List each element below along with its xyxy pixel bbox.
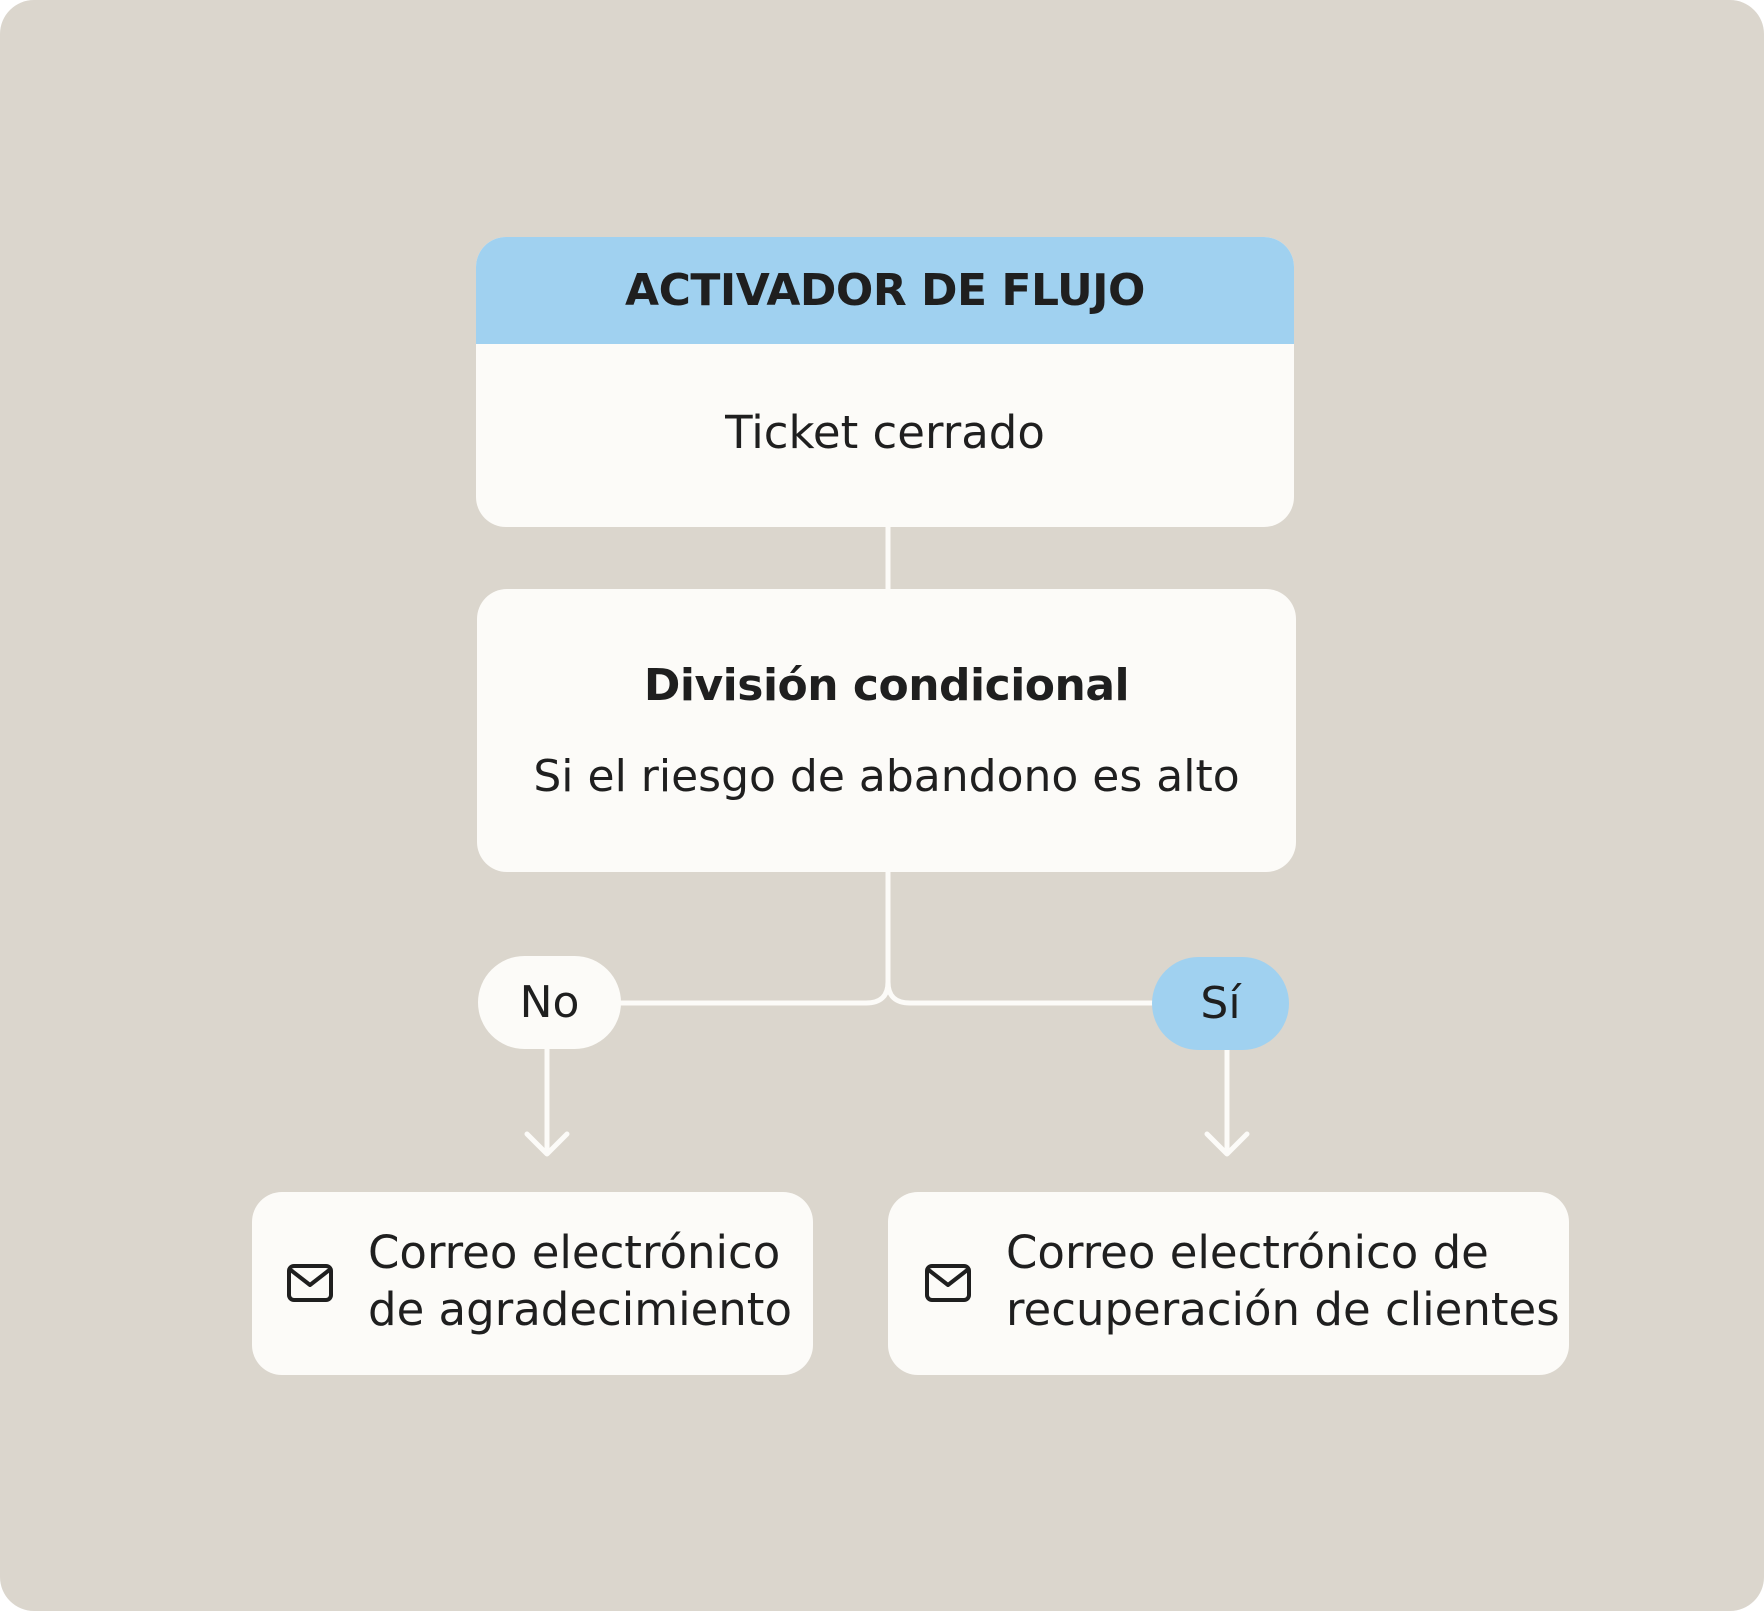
split-condition: Si el riesgo de abandono es alto: [533, 750, 1240, 802]
split-title: División condicional: [643, 659, 1130, 711]
action-label-line-1: Correo electrónico: [368, 1226, 781, 1279]
branch-no-label[interactable]: No: [478, 956, 621, 1049]
mail-icon: [925, 1264, 971, 1302]
action-thank-you-email[interactable]: Correo electrónico de agradecimiento: [252, 1192, 813, 1375]
action-label-line-2: de agradecimiento: [368, 1283, 792, 1336]
connector-split-branch: [618, 869, 1155, 1006]
trigger-header: ACTIVADOR DE FLUJO: [476, 237, 1294, 344]
trigger-event: Ticket cerrado: [725, 406, 1045, 459]
action-label: Correo electrónico de agradecimiento: [368, 1224, 792, 1338]
arrowhead-yes: [1204, 1131, 1250, 1157]
mail-icon: [287, 1264, 333, 1302]
branch-yes-label[interactable]: Sí: [1152, 957, 1289, 1050]
action-label-line-2: recuperación de clientes: [1006, 1283, 1560, 1336]
action-label-line-1: Correo electrónico de: [1006, 1226, 1489, 1279]
action-label: Correo electrónico de recuperación de cl…: [1006, 1224, 1560, 1338]
flow-trigger-card[interactable]: ACTIVADOR DE FLUJO Ticket cerrado: [476, 237, 1294, 527]
conditional-split-card[interactable]: División condicional Si el riesgo de aba…: [477, 589, 1296, 872]
action-winback-email[interactable]: Correo electrónico de recuperación de cl…: [888, 1192, 1569, 1375]
arrowhead-no: [524, 1131, 570, 1157]
